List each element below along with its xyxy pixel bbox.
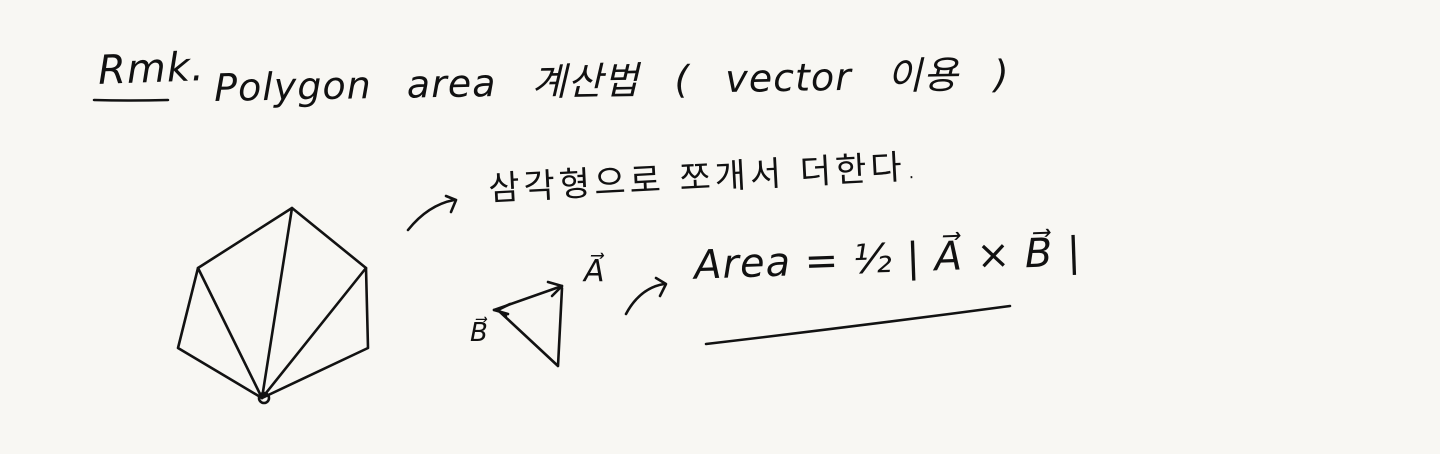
curved-arrow-1 [406,198,456,232]
vector-triangle-sketch [492,280,564,368]
curved-arrow-1-head [444,194,458,214]
remark-label: Rmk. [97,44,206,94]
polygon-triangulation-sketch [176,206,370,405]
curved-arrow-2 [624,282,666,316]
formula-underline [704,304,1012,346]
diagonal-2 [260,206,294,400]
vector-b-label: B⃗ [470,318,489,348]
vector-a-label: A⃗ [584,254,606,289]
diagonal-1 [196,266,264,400]
vector-b-head [496,302,512,318]
curved-arrow-2-head [654,276,668,298]
remark-underline [92,98,170,102]
vector-a-head [546,280,564,298]
triangle-side [498,286,564,368]
diagonal-3 [260,266,368,400]
polygon-vertex-mark [257,391,271,405]
